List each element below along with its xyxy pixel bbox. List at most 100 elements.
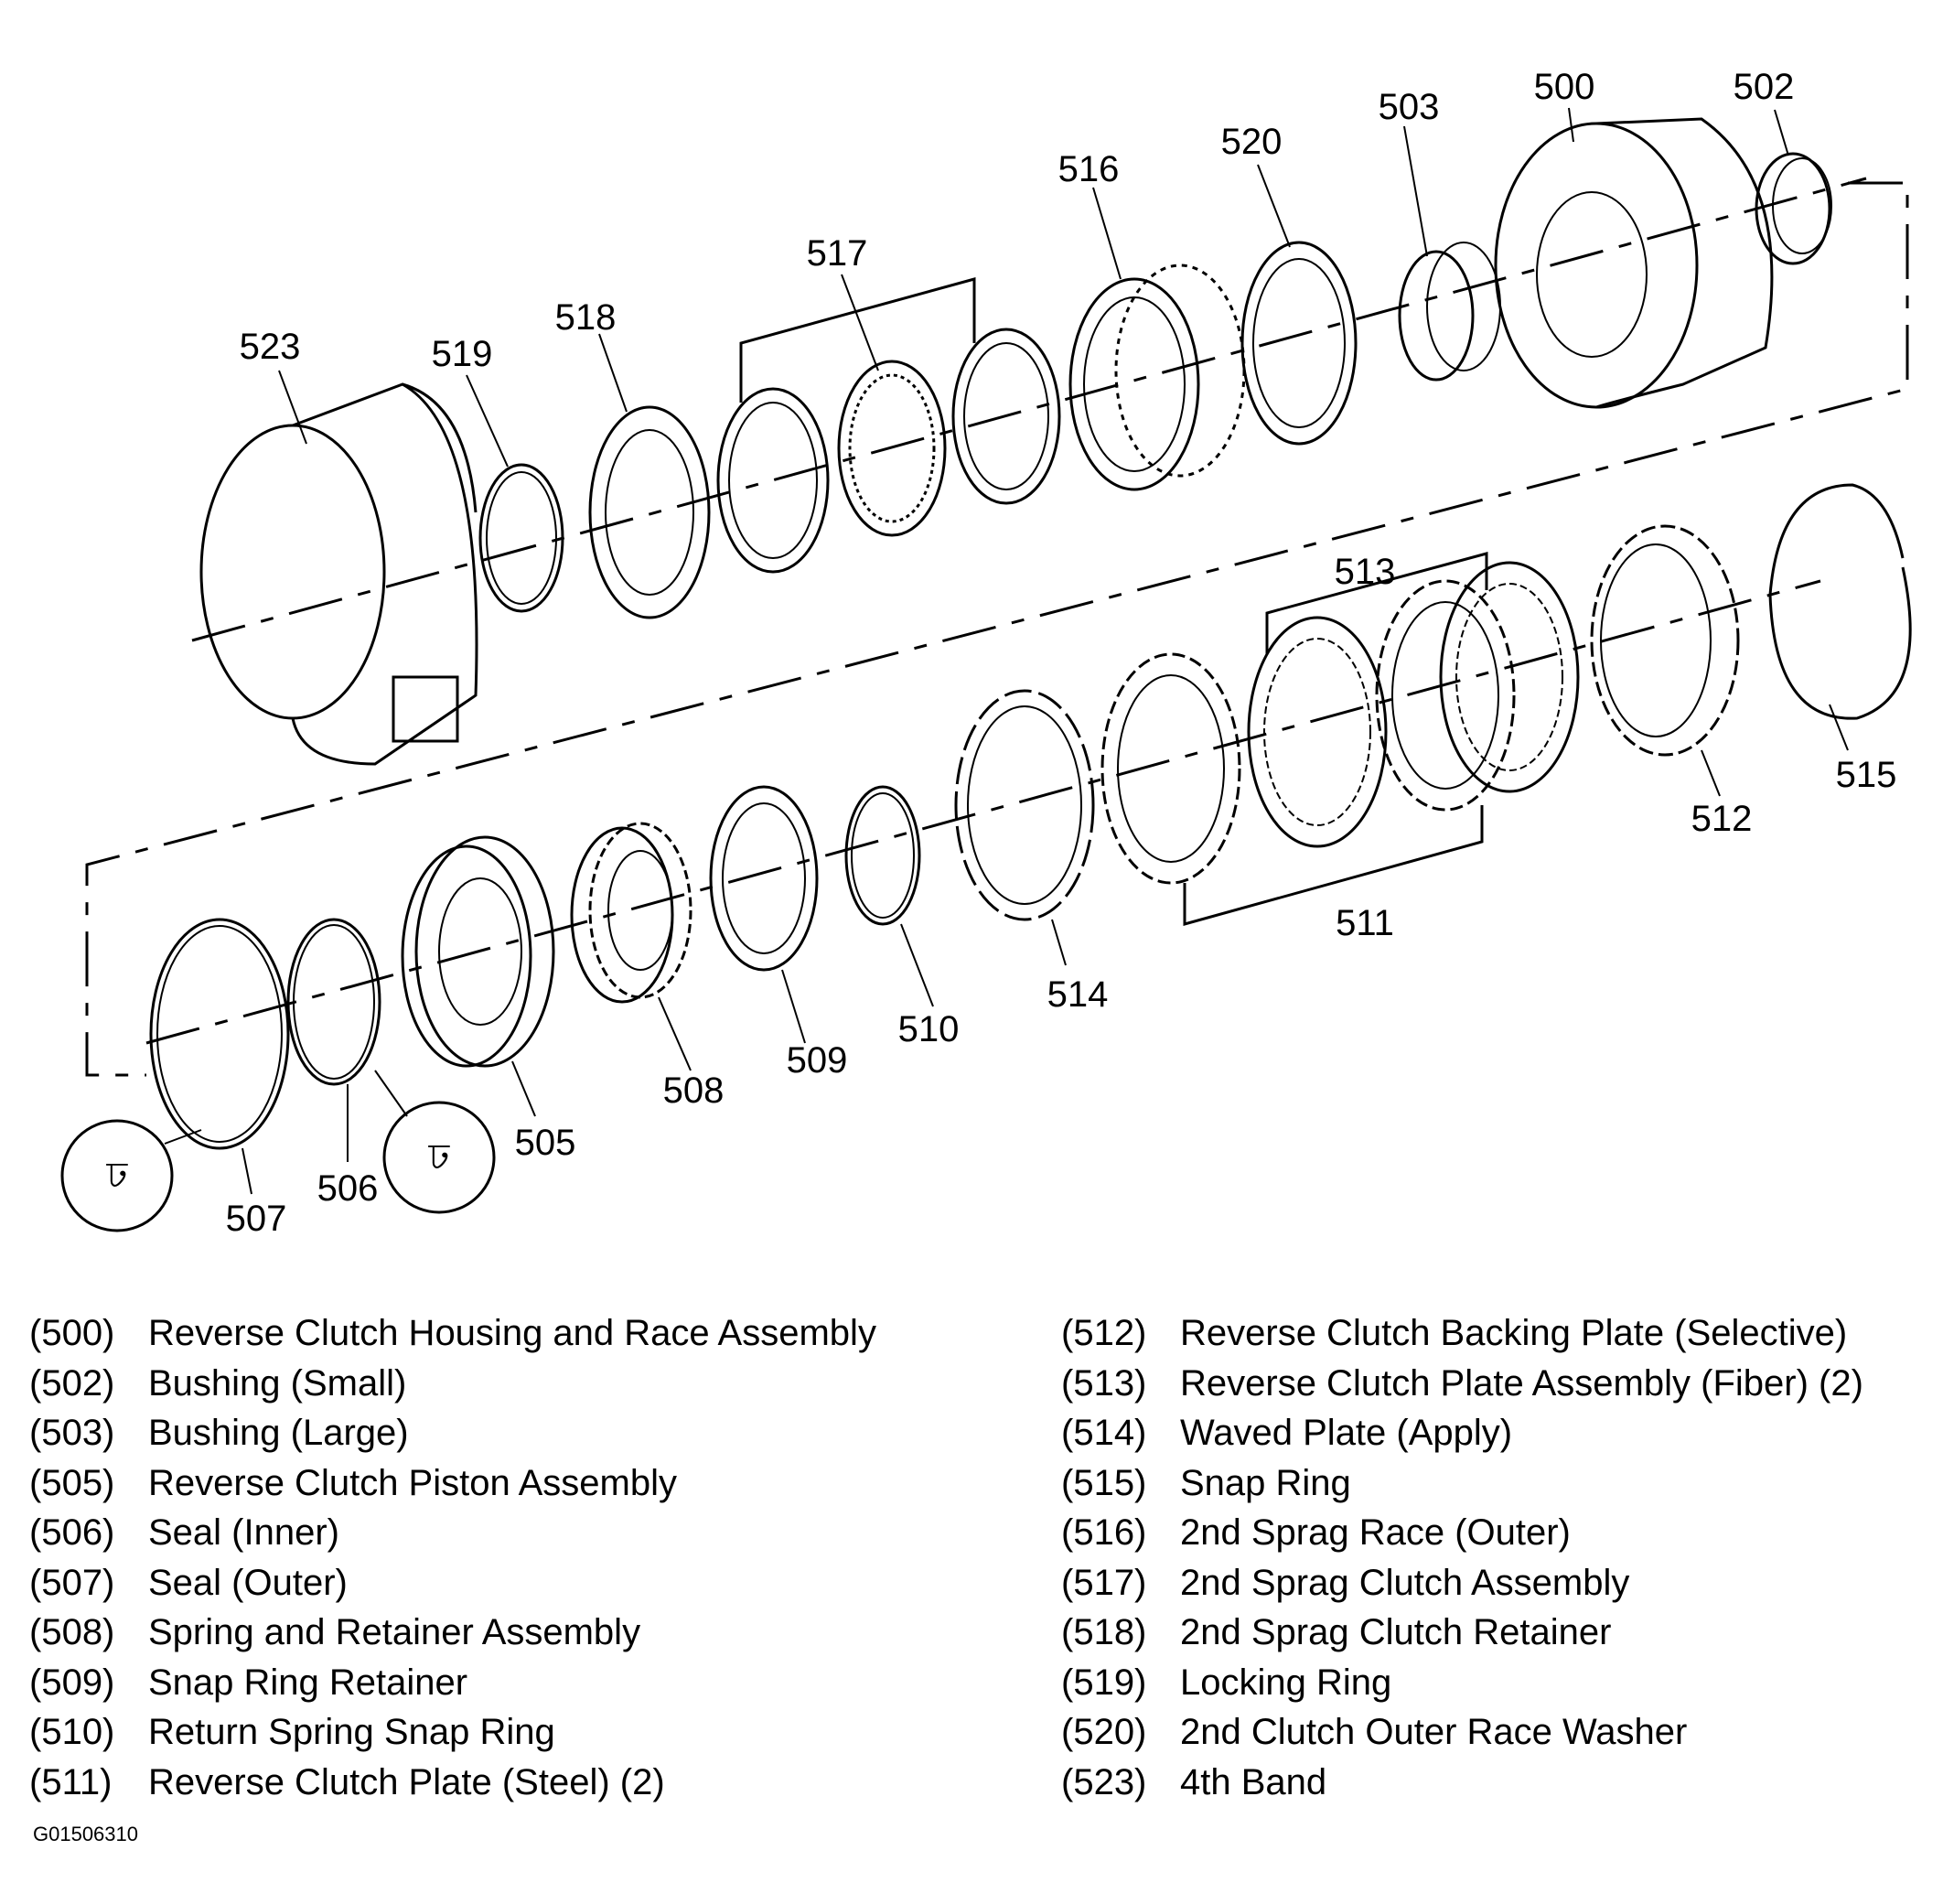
legend-row: (502)Bushing (Small): [29, 1359, 876, 1409]
legend-code: (523): [1061, 1761, 1147, 1802]
part-518-retainer: [588, 405, 711, 619]
part-516-sprag-race: [1068, 264, 1246, 491]
lubricate-icon: ঢ: [60, 1119, 174, 1232]
legend-code: (514): [1061, 1413, 1147, 1453]
legend-label: Seal (Outer): [148, 1562, 348, 1603]
legend-code: (510): [29, 1712, 115, 1752]
legend-label: Reverse Clutch Piston Assembly: [148, 1462, 678, 1503]
part-513-fiber-plates: [1265, 552, 1580, 812]
legend-label: Locking Ring: [1180, 1662, 1392, 1703]
callout-514: 514: [1047, 974, 1109, 1015]
legend-row: (512)Reverse Clutch Backing Plate (Selec…: [1061, 1308, 1863, 1359]
part-519-locking-ring: [478, 463, 564, 613]
legend-code: (508): [29, 1612, 115, 1652]
part-517-sprag-clutch: [716, 277, 1061, 574]
callout-511: 511: [1336, 903, 1394, 943]
part-515-snap-ring: [1768, 483, 1912, 720]
callout-518: 518: [555, 297, 617, 338]
legend-code: (512): [1061, 1313, 1147, 1353]
legend-code: (505): [29, 1462, 115, 1503]
legend-row: (505) Reverse Clutch Piston Assembly: [29, 1458, 876, 1509]
legend-left-column: (500) Reverse Clutch Housing and Race Ass…: [29, 1308, 876, 1807]
figure-id: G01506310: [33, 1823, 138, 1845]
callout-503: 503: [1379, 87, 1440, 127]
legend-label: Seal (Inner): [148, 1512, 339, 1553]
callout-517: 517: [807, 233, 868, 274]
legend-label: Reverse Clutch Plate (Steel) (2): [148, 1761, 665, 1802]
lubricate-icon: ঢ: [382, 1101, 496, 1214]
legend-row: (517) 2nd Sprag Clutch Assembly: [1061, 1558, 1863, 1608]
legend-code: (518): [1061, 1612, 1147, 1652]
legend-row: (514) Waved Plate (Apply): [1061, 1408, 1863, 1458]
callout-516: 516: [1058, 149, 1120, 189]
legend-label: Waved Plate (Apply): [1180, 1413, 1513, 1453]
legend-label: 2nd Sprag Race (Outer): [1180, 1512, 1571, 1553]
upper-axis-line: [191, 177, 1867, 642]
legend-label: Snap Ring: [1180, 1462, 1351, 1503]
leader-lines: [164, 107, 1849, 1195]
legend-label: Reverse Clutch Housing and Race Assembly: [148, 1313, 876, 1353]
callout-500: 500: [1534, 67, 1595, 107]
legend-label: Reverse Clutch Plate Assembly (Fiber) (2…: [1180, 1362, 1863, 1404]
callout-508: 508: [663, 1070, 725, 1111]
legend-label: Spring and Retainer Assembly: [148, 1612, 641, 1652]
legend-row: (500) Reverse Clutch Housing and Race Ass…: [29, 1308, 876, 1359]
legend-code: (500): [29, 1313, 115, 1353]
legend-row: (508) Spring and Retainer Assembly: [29, 1608, 876, 1658]
callout-502: 502: [1734, 67, 1795, 107]
legend-code: (517): [1061, 1562, 1147, 1603]
callout-523: 523: [240, 327, 301, 367]
legend-right-column: (512)Reverse Clutch Backing Plate (Selec…: [1061, 1308, 1863, 1807]
svg-text:ঢ: ঢ: [428, 1137, 451, 1178]
legend-label: 2nd Clutch Outer Race Washer: [1180, 1712, 1688, 1752]
legend-label: Bushing (Large): [148, 1413, 409, 1453]
legend-label: 2nd Sprag Clutch Retainer: [1180, 1612, 1612, 1652]
callout-512: 512: [1691, 799, 1753, 839]
legend-label: 2nd Sprag Clutch Assembly: [1180, 1562, 1630, 1603]
legend-label: 4th Band: [1180, 1761, 1327, 1802]
callout-509: 509: [787, 1040, 848, 1081]
callout-515: 515: [1836, 755, 1897, 795]
part-520-washer: [1240, 241, 1358, 446]
part-511-steel-plates: [1100, 616, 1484, 926]
legend-code: (520): [1061, 1712, 1147, 1752]
legend-row: (509) Snap Ring Retainer: [29, 1658, 876, 1708]
part-505-piston: [401, 835, 555, 1068]
connector-line: [85, 181, 1909, 1077]
legend-row: (510) Return Spring Snap Ring: [29, 1707, 876, 1758]
legend-code: (506): [29, 1512, 115, 1553]
callout-506: 506: [317, 1168, 379, 1209]
legend-code: (516): [1061, 1512, 1147, 1553]
part-514-waved-plate: [954, 689, 1095, 921]
legend-code: (519): [1061, 1662, 1147, 1703]
legend-row: (506) Seal (Inner): [29, 1508, 876, 1558]
legend-row: (515) Snap Ring: [1061, 1458, 1863, 1509]
callout-505: 505: [515, 1123, 576, 1163]
legend-label: Return Spring Snap Ring: [148, 1712, 555, 1752]
callout-513: 513: [1335, 552, 1396, 592]
part-508-spring-retainer: [570, 822, 692, 1004]
legend-code: (509): [29, 1662, 115, 1703]
callout-519: 519: [432, 334, 493, 374]
legend-code: (515): [1061, 1462, 1147, 1503]
lower-axis-line: [145, 579, 1821, 1045]
legend-row: (518) 2nd Sprag Clutch Retainer: [1061, 1608, 1863, 1658]
callout-510: 510: [898, 1009, 960, 1049]
part-523-band: [199, 382, 478, 766]
part-507-seal-outer: [149, 918, 290, 1150]
legend-code: (502): [29, 1362, 115, 1404]
legend-label: Snap Ring Retainer: [148, 1662, 468, 1703]
part-510-snap-ring: [844, 785, 921, 926]
part-502-bushing-small: [1755, 152, 1831, 265]
legend-row: (511)Reverse Clutch Plate (Steel) (2): [29, 1758, 876, 1808]
legend-row: (503)Bushing (Large): [29, 1408, 876, 1458]
legend-row: (520) 2nd Clutch Outer Race Washer: [1061, 1707, 1863, 1758]
callout-507: 507: [226, 1199, 287, 1239]
part-509-snap-ring-retainer: [709, 785, 819, 972]
legend-row: (513)Reverse Clutch Plate Assembly (Fibe…: [1061, 1359, 1863, 1409]
part-500-housing: [1494, 117, 1774, 409]
legend-row: (523) 4th Band: [1061, 1758, 1863, 1808]
legend-row: (516) 2nd Sprag Race (Outer): [1061, 1508, 1863, 1558]
callout-520: 520: [1221, 122, 1283, 162]
legend-code: (507): [29, 1562, 115, 1603]
